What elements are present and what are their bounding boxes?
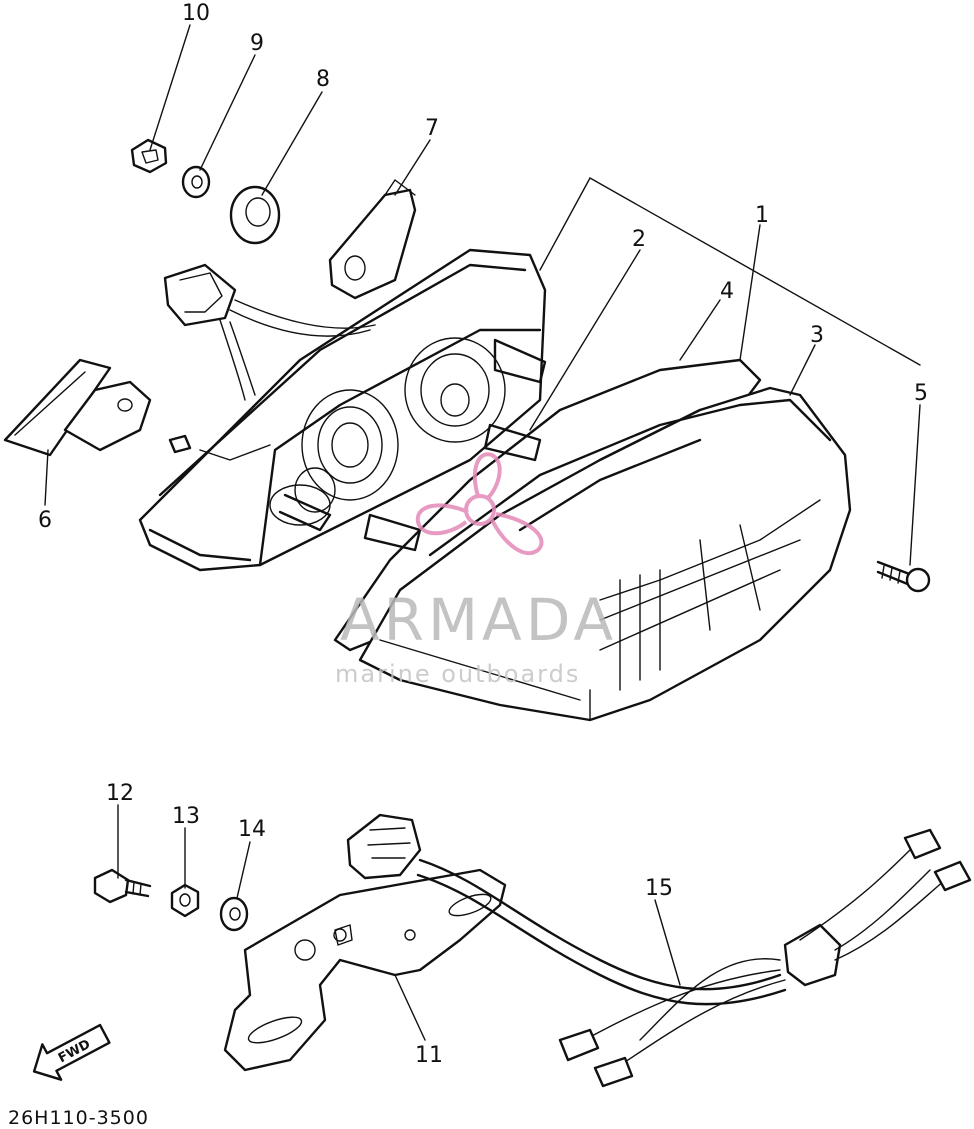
- bolt-part-12: [93, 868, 152, 904]
- grommet-part-8: [229, 185, 281, 245]
- callout-15: 15: [645, 876, 673, 901]
- nut-part-10: [130, 138, 168, 174]
- armada-watermark: ARMADA marine outboards: [335, 452, 617, 688]
- callout-14: 14: [238, 817, 266, 842]
- callout-2: 2: [632, 227, 646, 252]
- washer-part-14: [219, 896, 249, 932]
- callout-13: 13: [172, 804, 200, 829]
- license-bracket-part-11: [223, 868, 507, 1072]
- callout-7: 7: [425, 116, 439, 141]
- leader-lines: [44, 24, 921, 1041]
- reflector-part-6: [3, 358, 152, 457]
- base-wire-harness: [163, 263, 376, 401]
- wire-harness-part-15: [346, 813, 972, 1088]
- callout-10: 10: [182, 1, 210, 26]
- callout-9: 9: [250, 31, 264, 56]
- callout-4: 4: [720, 279, 734, 304]
- propeller-logo: [415, 452, 544, 556]
- washer-part-9: [181, 165, 211, 199]
- nut-part-13: [170, 883, 200, 918]
- screw-part-5: [876, 560, 931, 593]
- callout-5: 5: [914, 381, 928, 406]
- bracket-part-7: [328, 179, 417, 300]
- callout-numbers: 10 9 8 7 2 1 4 3 5 6 12 13 14 15 11: [38, 1, 928, 1068]
- callout-3: 3: [810, 323, 824, 348]
- callout-6: 6: [38, 508, 52, 533]
- tail-light-base-housing: [138, 248, 547, 572]
- forward-arrow: FWD: [32, 1023, 111, 1081]
- watermark-brand: ARMADA: [340, 586, 617, 654]
- callout-12: 12: [106, 781, 134, 806]
- callout-11: 11: [415, 1043, 443, 1068]
- drawing-code: 26H110-3500: [8, 1107, 149, 1129]
- callout-1: 1: [755, 203, 769, 228]
- watermark-tagline: marine outboards: [335, 660, 580, 688]
- tail-light-lens-assembly: [333, 358, 852, 722]
- callout-8: 8: [316, 67, 330, 92]
